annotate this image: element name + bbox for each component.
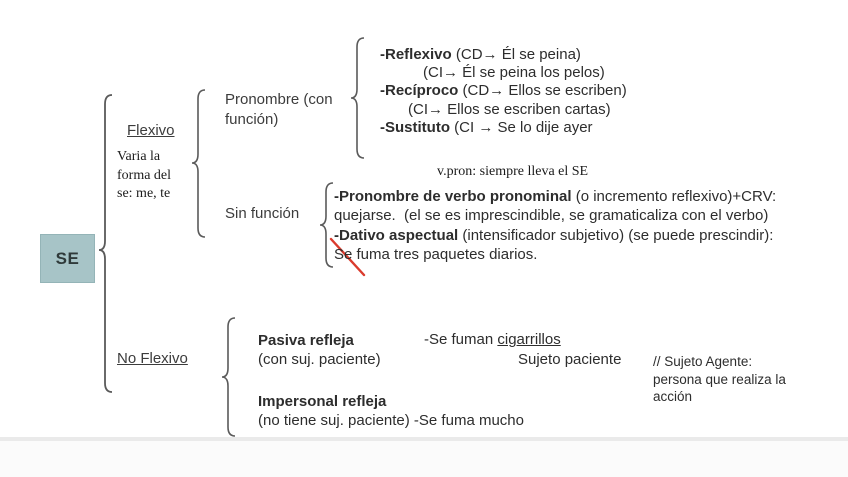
root-node-label: SE — [55, 248, 80, 268]
item-bold-segment: -Dativo aspectual — [334, 226, 459, 244]
flexivo-note-line: se: me, te — [117, 186, 171, 201]
impersonal-subtitle: (no tiene suj. paciente) -Se fuma mucho — [258, 412, 524, 429]
item-text-segment: (intensificador subjetivo) (se puede pre… — [458, 226, 774, 244]
list-item-reflexivo-ci: (CI→ Él se peina los pelos) — [423, 64, 627, 82]
item-bold-segment: -Reflexivo — [380, 46, 452, 63]
list-item-reflexivo: -Reflexivo (CD→ Él se peina) — [380, 46, 627, 64]
list-item-reciproco-ci: (CI→ Ellos se escriben cartas) — [408, 101, 627, 119]
pasiva-example-label: Sujeto paciente — [518, 351, 622, 368]
item-text-segment: (CI → Se lo dije ayer — [449, 118, 593, 136]
slide-bottom-margin — [0, 441, 848, 477]
sujeto-agente-note: // Sujeto Agente: persona que realiza la… — [653, 353, 786, 406]
pronombre-label-line2: función) — [225, 111, 279, 128]
list-item-pronombre-verbo-pronominal: -Pronombre de verbo pronominal (o increm… — [334, 187, 776, 206]
list-item-sustituto: -Sustituto (CI → Se lo dije ayer — [380, 119, 627, 137]
item-text-segment: (o incremento reflexivo)+CRV: — [571, 188, 777, 205]
branch-label-flexivo: Flexivo — [127, 122, 175, 139]
item-text-segment: (CD→ Ellos se escriben) — [458, 82, 627, 100]
item-bold-segment: -Pronombre de verbo pronominal — [334, 188, 572, 205]
pronombre-items-list: -Reflexivo (CD→ Él se peina) (CI→ Él se … — [380, 46, 627, 137]
pasiva-title: Pasiva refleja — [258, 332, 354, 349]
node-impersonal-refleja: Impersonal refleja (no tiene suj. pacien… — [258, 392, 524, 430]
agent-note-line: acción — [653, 389, 693, 404]
item-text-segment: (CD→ Él se peina) — [451, 46, 581, 63]
list-item-se-fuma-tres-paquetes: Se fuma tres paquetes diarios. — [334, 245, 776, 264]
item-bold-segment: -Recíproco — [380, 82, 459, 100]
vpron-annotation: v.pron: siempre lleva el SE — [437, 164, 589, 179]
brace-pronombre — [350, 37, 365, 159]
node-label-sin-funcion: Sin función — [225, 205, 300, 222]
flexivo-note-line: forma del — [117, 167, 172, 183]
item-text-segment: Se fuma tres paquetes diarios. — [334, 246, 538, 264]
example-text-segment: -Se fuman — [424, 331, 498, 348]
sin-funcion-items-list: -Pronombre de verbo pronominal (o increm… — [334, 187, 776, 265]
branch-label-no-flexivo: No Flexivo — [117, 350, 188, 367]
impersonal-title: Impersonal refleja — [258, 393, 387, 410]
item-text-segment: (CI→ Él se peina los pelos) — [423, 64, 605, 82]
node-pasiva-refleja: Pasiva refleja (con suj. paciente) — [258, 331, 381, 369]
pasiva-example: -Se fuman cigarrillos — [424, 331, 561, 348]
brace-sin-funcion — [319, 182, 334, 268]
flexivo-note: Varia la forma del se: me, te — [117, 148, 171, 204]
item-text-segment: (CI→ Ellos se escriben cartas) — [408, 100, 611, 118]
item-text-segment: quejarse. (el se es imprescindible, se g… — [334, 207, 769, 225]
brace-no-flexivo — [221, 317, 236, 437]
example-underlined-word: cigarrillos — [497, 331, 561, 348]
list-item-dativo-aspectual: -Dativo aspectual (intensificador subjet… — [334, 226, 776, 245]
slide-bottom-divider — [0, 437, 848, 441]
root-node-se: SE — [40, 234, 95, 283]
pasiva-subtitle: (con suj. paciente) — [258, 351, 381, 368]
list-item-reciproco: -Recíproco (CD→ Ellos se escriben) — [380, 82, 627, 100]
node-label-pronombre-con-funcion: Pronombre (con función) — [225, 90, 333, 130]
item-bold-segment: -Sustituto — [380, 118, 450, 136]
agent-note-line: persona que realiza la — [653, 371, 786, 387]
brace-main — [98, 94, 113, 393]
flexivo-note-line: Varia la — [117, 149, 161, 164]
pronombre-label-line1: Pronombre (con — [225, 91, 333, 108]
brace-flexivo — [191, 89, 206, 238]
list-item-quejarse: quejarse. (el se es imprescindible, se g… — [334, 206, 776, 225]
agent-note-line: // Sujeto Agente: — [653, 354, 753, 369]
